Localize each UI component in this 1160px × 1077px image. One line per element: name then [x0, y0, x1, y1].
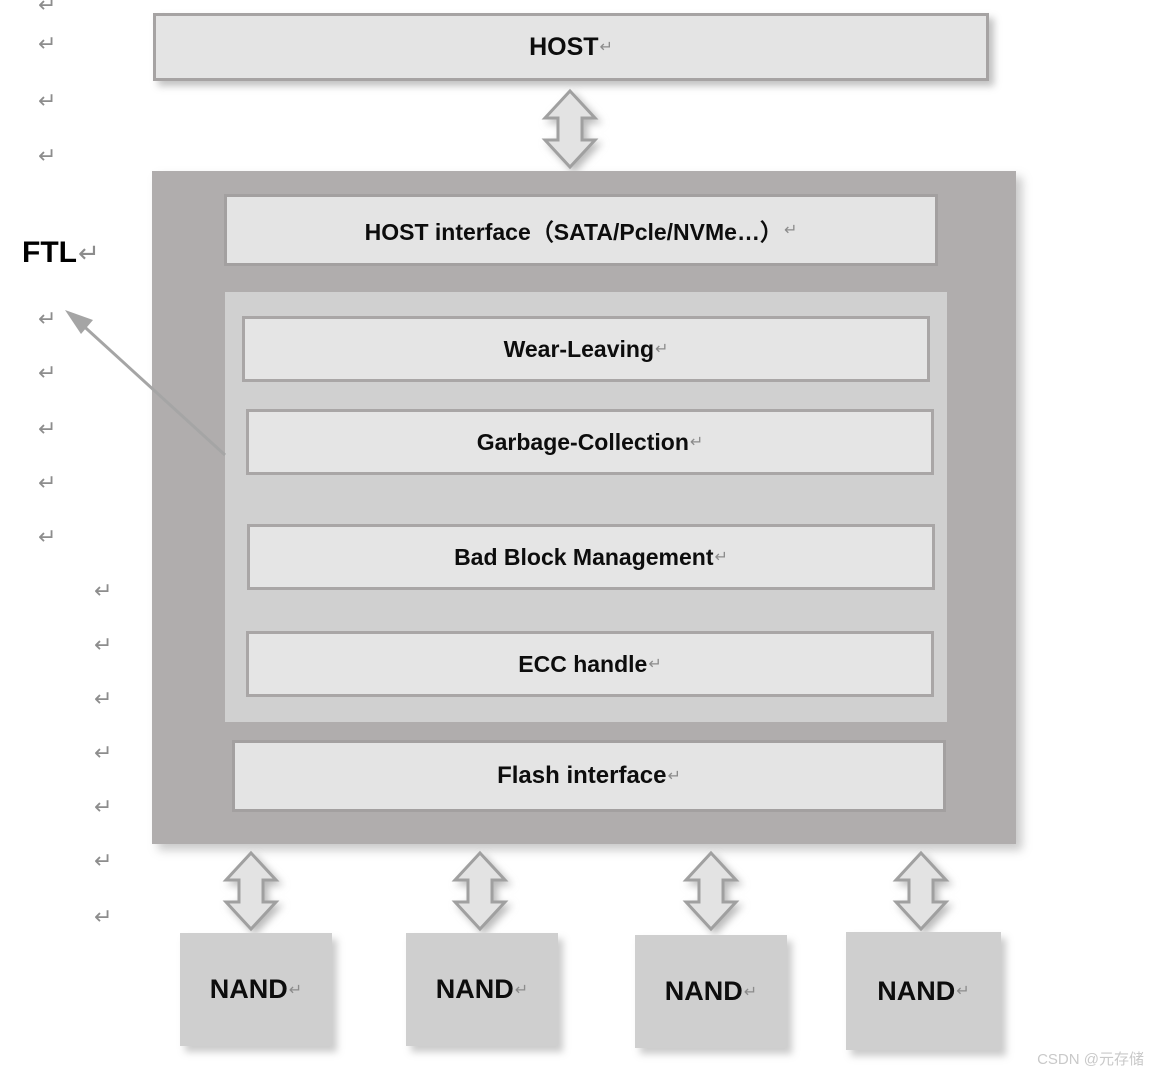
host-interface-box: HOST interface（SATA/Pcle/NVMe…）↵ — [224, 194, 938, 266]
cr-glyph-nand-1: ↵ — [514, 981, 529, 999]
cr-glyph-flash-interface: ↵ — [667, 768, 681, 785]
double-arrow-nand-3-icon — [682, 850, 740, 932]
return-mark: ↵ — [38, 360, 57, 385]
return-mark: ↵ — [38, 0, 57, 17]
csdn-watermark: CSDN @元存储 — [1037, 1051, 1144, 1068]
return-mark: ↵ — [38, 306, 57, 331]
double-arrow-nand-1-icon — [222, 850, 280, 932]
return-mark: ↵ — [94, 794, 113, 819]
feature-bad-block-management: Bad Block Management↵ — [247, 524, 935, 590]
feature-wear-leaving: Wear-Leaving↵ — [242, 316, 930, 382]
nand-block-1-label: NAND — [209, 974, 288, 1004]
return-mark: ↵ — [94, 904, 113, 929]
cr-glyph-nand-2: ↵ — [743, 983, 758, 1001]
cr-glyph-nand-3: ↵ — [956, 983, 970, 1000]
host-box: HOST↵ — [153, 13, 989, 81]
return-mark: ↵ — [38, 470, 57, 495]
cr-glyph-ftl: ↵ — [77, 238, 100, 268]
return-mark: ↵ — [38, 416, 57, 441]
return-mark: ↵ — [38, 143, 57, 168]
return-mark: ↵ — [38, 524, 57, 549]
feature-ecc-handle-label: ECC handle — [518, 650, 648, 677]
ftl-label: FTL↵ — [22, 236, 100, 270]
feature-garbage-collection-label: Garbage-Collection — [476, 428, 689, 455]
nand-block-4-label: NAND — [877, 975, 956, 1006]
double-arrow-nand-2-icon — [451, 850, 509, 932]
return-mark: ↵ — [94, 578, 113, 603]
nand-block-3: NAND↵ — [635, 935, 787, 1048]
double-arrow-nand-4-icon — [892, 850, 950, 932]
return-mark: ↵ — [94, 632, 113, 657]
cr-glyph-host-interface: ↵ — [783, 222, 798, 239]
ftl-label-text: FTL — [22, 236, 77, 269]
nand-block-3-label: NAND — [664, 976, 743, 1006]
return-mark: ↵ — [38, 88, 57, 113]
double-arrow-host-controller-icon — [541, 88, 599, 170]
feature-ecc-handle: ECC handle↵ — [246, 631, 934, 697]
cr-glyph-nand-0: ↵ — [288, 981, 303, 999]
feature-wear-leaving-label: Wear-Leaving — [503, 335, 654, 362]
nand-block-1: NAND↵ — [180, 933, 332, 1046]
return-mark: ↵ — [94, 848, 113, 873]
cr-glyph-host: ↵ — [599, 39, 613, 56]
nand-block-2: NAND↵ — [406, 933, 558, 1046]
cr-glyph-feature-1: ↵ — [689, 434, 704, 451]
feature-garbage-collection: Garbage-Collection↵ — [246, 409, 934, 475]
host-interface-label: HOST interface（SATA/Pcle/NVMe…） — [364, 219, 783, 245]
flash-interface-box: Flash interface↵ — [232, 740, 946, 812]
host-box-label: HOST — [529, 32, 599, 61]
return-mark: ↵ — [38, 31, 57, 56]
feature-bad-block-management-label: Bad Block Management — [454, 543, 714, 570]
cr-glyph-feature-3: ↵ — [648, 656, 662, 673]
nand-block-2-label: NAND — [435, 974, 514, 1004]
return-mark: ↵ — [94, 740, 113, 765]
flash-interface-label: Flash interface — [497, 762, 667, 789]
cr-glyph-feature-0: ↵ — [655, 341, 669, 358]
return-mark: ↵ — [94, 686, 113, 711]
cr-glyph-feature-2: ↵ — [714, 549, 728, 566]
nand-block-4: NAND↵ — [846, 932, 1001, 1050]
